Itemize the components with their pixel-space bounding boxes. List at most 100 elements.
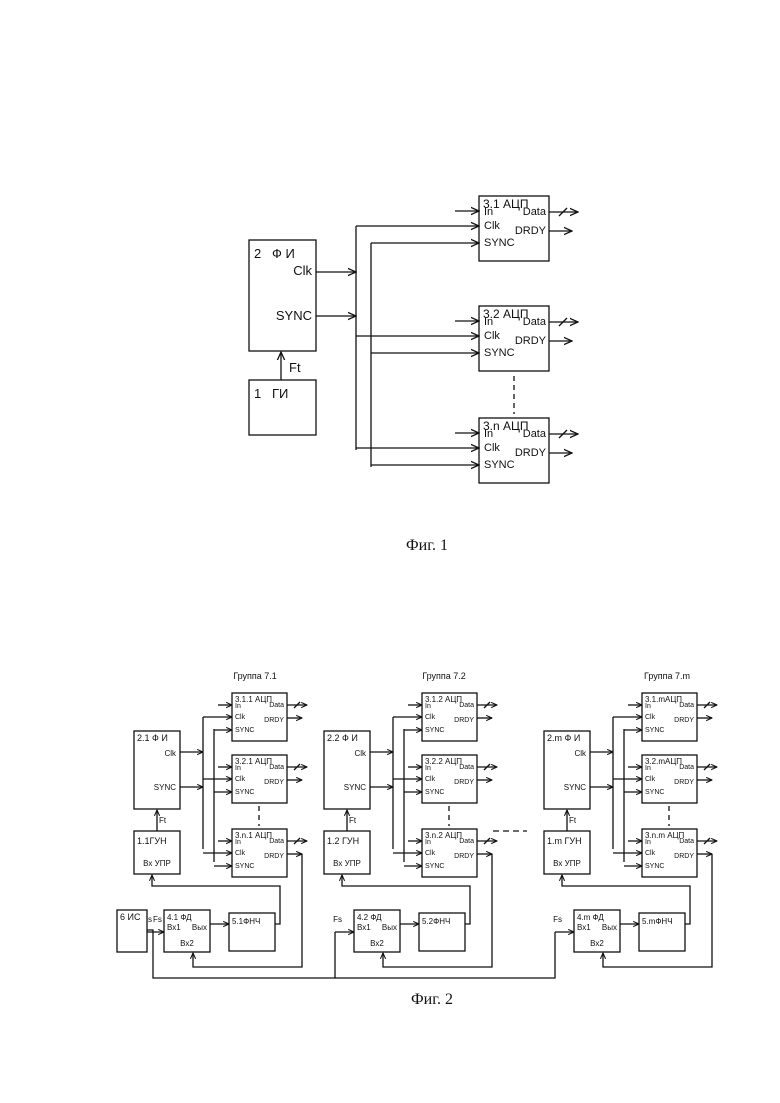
fi-clk-label: Clk	[293, 263, 312, 278]
vco-input-label: Вх УПР	[333, 859, 361, 868]
adc-sync-label: SYNC	[645, 727, 664, 734]
fs-label: Fs	[333, 915, 342, 924]
fi-title: 2.m Ф И	[547, 733, 580, 743]
adc-in-label: In	[645, 703, 651, 710]
pd-in2-label: Вх2	[370, 939, 384, 948]
adc-in-label: In	[484, 206, 493, 218]
adc-clk-label: Clk	[645, 714, 656, 721]
adc-drdy-label: DRDY	[454, 853, 474, 860]
adc-drdy-label: DRDY	[454, 779, 474, 786]
fi-sync-label: SYNC	[564, 783, 586, 792]
adc-sync-label: SYNC	[235, 863, 254, 870]
adc-in-label: In	[645, 839, 651, 846]
adc-clk-label: Clk	[484, 442, 500, 454]
adc-clk-label: Clk	[484, 220, 500, 232]
gi-name: ГИ	[272, 386, 288, 401]
source-label: 6 ИС	[120, 912, 141, 922]
group-label: Группа 7.2	[422, 671, 466, 681]
group-label: Группа 7.m	[644, 671, 690, 681]
adc-sync-label: SYNC	[484, 237, 515, 249]
adc-drdy-label: DRDY	[515, 447, 547, 459]
adc-clk-label: Clk	[425, 714, 436, 721]
adc-clk-label: Clk	[645, 850, 656, 857]
adc-sync-label: SYNC	[645, 863, 664, 870]
adc-data-label: Data	[269, 764, 284, 771]
adc-drdy-label: DRDY	[264, 779, 284, 786]
vco-title: 1.m ГУН	[547, 836, 582, 846]
pd-in1-label: Вх1	[167, 923, 181, 932]
fi-sync-label: SYNC	[154, 783, 176, 792]
lpf-title: 5.1ФНЧ	[232, 917, 260, 926]
adc-in-label: In	[235, 839, 241, 846]
adc-clk-label: Clk	[645, 776, 656, 783]
adc-clk-label: Clk	[425, 776, 436, 783]
pd-out-label: Вых	[382, 923, 397, 932]
adc-clk-label: Clk	[484, 330, 500, 342]
ft-label: Ft	[349, 816, 357, 825]
adc-in-label: In	[425, 839, 431, 846]
fi-title: 2.1 Ф И	[137, 733, 168, 743]
adc-clk-label: Clk	[425, 850, 436, 857]
adc-drdy-label: DRDY	[515, 335, 547, 347]
adc-data-label: Data	[523, 316, 547, 328]
group-2: Группа 7.22.2 Ф ИClkSYNC1.2 ГУНВх УПРFt3…	[324, 671, 497, 967]
fs-label: Fs	[553, 915, 562, 924]
adc-sync-label: SYNC	[425, 863, 444, 870]
adc-drdy-label: DRDY	[674, 717, 694, 724]
fi-sync-label: SYNC	[276, 308, 312, 323]
lpf-title: 5.mФНЧ	[642, 917, 673, 926]
source-fs-label: Fs	[153, 915, 162, 924]
adc-data-label: Data	[679, 764, 694, 771]
adc-data-label: Data	[523, 206, 547, 218]
adc-clk-label: Clk	[235, 776, 246, 783]
adc-drdy-label: DRDY	[454, 717, 474, 724]
ft-label: Ft	[159, 816, 167, 825]
pd-in2-label: Вх2	[180, 939, 194, 948]
adc-data-label: Data	[269, 702, 284, 709]
vco-title: 1.1ГУН	[137, 836, 167, 846]
adc-data-label: Data	[679, 702, 694, 709]
pd-in2-label: Вх2	[590, 939, 604, 948]
adc-drdy-label: DRDY	[264, 717, 284, 724]
fi-number: 2	[254, 246, 261, 261]
adc-sync-label: SYNC	[425, 727, 444, 734]
pd-out-label: Вых	[192, 923, 207, 932]
adc-clk-label: Clk	[235, 850, 246, 857]
pd-in1-label: Вх1	[577, 923, 591, 932]
adc-drdy-label: DRDY	[674, 779, 694, 786]
adc-data-label: Data	[679, 838, 694, 845]
fi-name: Ф И	[272, 246, 295, 261]
adc-data-label: Data	[269, 838, 284, 845]
adc-in-label: In	[425, 765, 431, 772]
fi-clk-label: Clk	[354, 749, 367, 758]
figure-1: 1ГИ2Ф ИClkSYNCFt3.1 АЦПInClkSYNCDataDRDY…	[249, 196, 578, 554]
group-label: Группа 7.1	[233, 671, 277, 681]
adc-sync-label: SYNC	[484, 347, 515, 359]
figure-2-caption: Фиг. 2	[411, 991, 453, 1008]
gi-number: 1	[254, 386, 261, 401]
adc-drdy-label: DRDY	[674, 853, 694, 860]
adc-drdy-label: DRDY	[264, 853, 284, 860]
lpf-title: 5.2ФНЧ	[422, 917, 450, 926]
vco-input-label: Вх УПР	[553, 859, 581, 868]
adc-clk-label: Clk	[235, 714, 246, 721]
fi-clk-label: Clk	[164, 749, 177, 758]
adc-data-label: Data	[459, 764, 474, 771]
pd-title: 4.1 ФД	[167, 913, 192, 922]
pd-in1-label: Вх1	[357, 923, 371, 932]
adc-data-label: Data	[459, 838, 474, 845]
fi-clk-label: Clk	[574, 749, 587, 758]
adc-in-label: In	[235, 703, 241, 710]
ft-label: Ft	[569, 816, 577, 825]
ft-label: Ft	[289, 360, 301, 375]
adc-drdy-label: DRDY	[515, 225, 547, 237]
fi-title: 2.2 Ф И	[327, 733, 358, 743]
vco-title: 1.2 ГУН	[327, 836, 359, 846]
adc-in-label: In	[235, 765, 241, 772]
fs-trunk	[147, 930, 153, 952]
adc-sync-label: SYNC	[425, 789, 444, 796]
adc-data-label: Data	[523, 428, 547, 440]
adc-in-label: In	[484, 428, 493, 440]
figure-2: Группа 7.12.1 Ф ИClkSYNC1.1ГУНВх УПРFt3.…	[0, 0, 717, 1008]
